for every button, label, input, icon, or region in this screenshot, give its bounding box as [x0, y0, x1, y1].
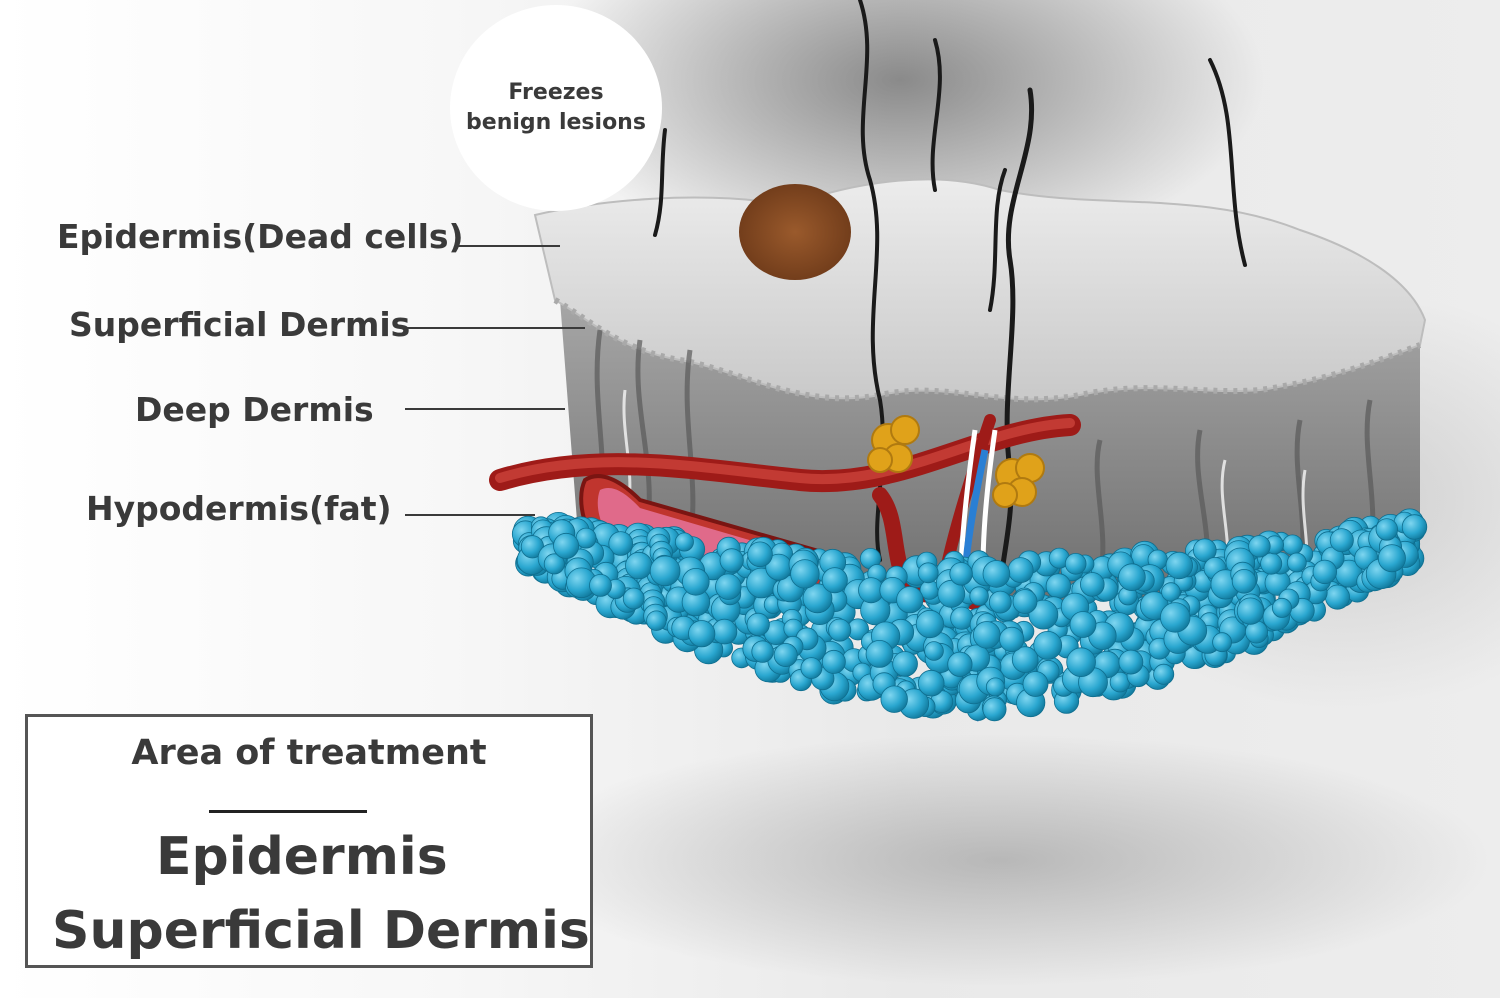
leader-deep-dermis — [405, 408, 565, 410]
hair-strands — [653, 0, 1247, 603]
blood-vessels — [489, 414, 1081, 618]
label-hypodermis: Hypodermis(fat) — [86, 489, 392, 528]
leader-superficial-dermis — [405, 327, 585, 329]
treatment-area-epidermis: Epidermis — [156, 827, 448, 887]
treatment-heading: Area of treatment — [131, 733, 487, 773]
treatment-area-box: Area of treatment Epidermis Superficial … — [25, 714, 593, 968]
treatment-divider — [209, 810, 367, 813]
info-bubble: Freezes benign lesions — [450, 5, 662, 211]
sebaceous-glands — [867, 415, 1045, 508]
epidermis-edge — [553, 297, 1422, 403]
benign-lesion — [739, 184, 851, 280]
treatment-area-superficial-dermis: Superficial Dermis — [52, 901, 590, 961]
leader-hypodermis — [405, 514, 535, 516]
leader-epidermis — [456, 245, 560, 247]
fat-cells — [511, 508, 1428, 722]
label-superficial-dermis: Superficial Dermis — [69, 305, 411, 344]
label-deep-dermis: Deep Dermis — [135, 390, 374, 429]
bubble-text: Freezes benign lesions — [466, 80, 646, 135]
label-epidermis: Epidermis(Dead cells) — [57, 217, 464, 256]
